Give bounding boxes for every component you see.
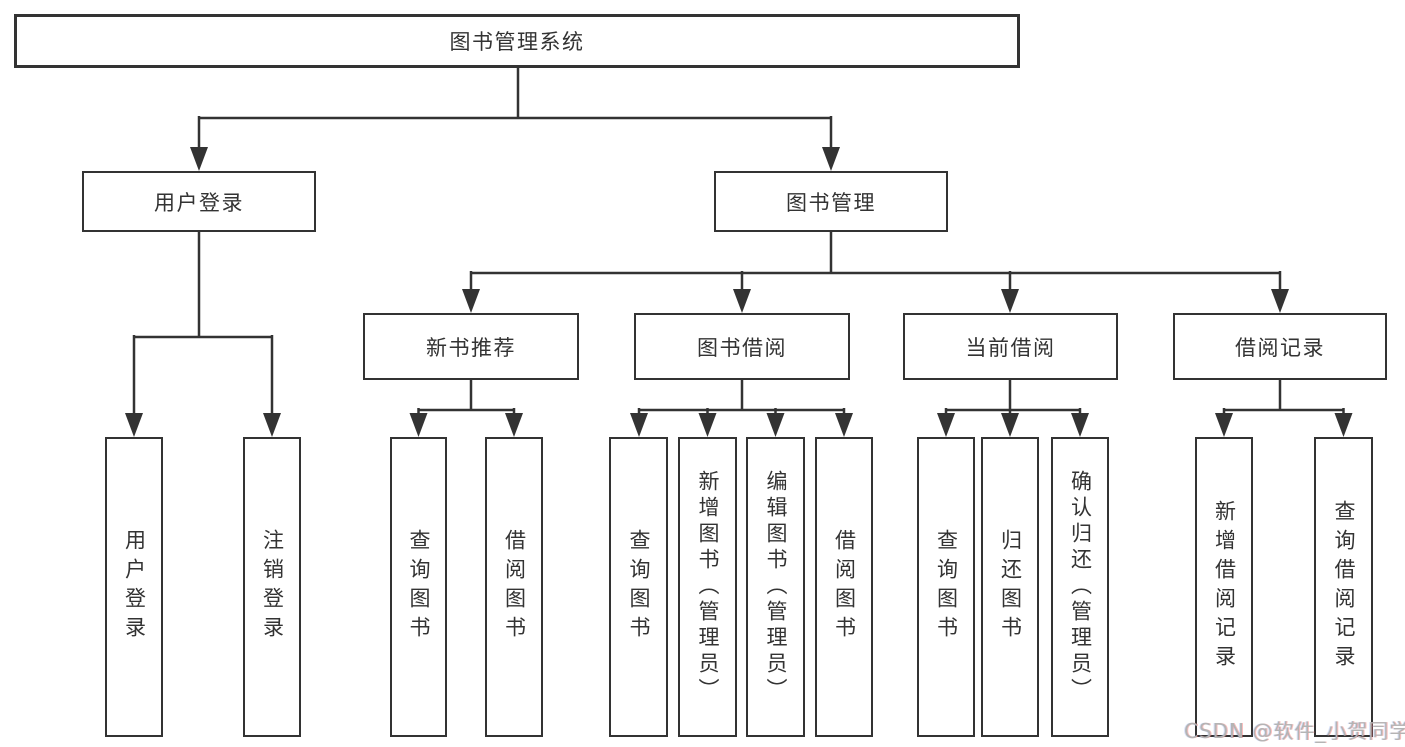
connector-book-borrow-to-leaves (637, 380, 846, 416)
node-borrow-records: 借阅记录 (1173, 313, 1387, 380)
node-book-management: 图书管理 (714, 171, 948, 232)
leaf-borrow-edit-book: 编辑图书（管理员） (746, 437, 805, 737)
leaf-borrow-query-book: 查询图书 (609, 437, 668, 737)
leaf-logout: 注销登录 (243, 437, 301, 737)
leaf-records-add-record: 新增借阅记录 (1195, 437, 1253, 737)
leaf-records-add-record-label: 新增借阅记录 (1212, 500, 1237, 674)
connector-user-login-to-leaves (132, 232, 274, 416)
leaf-user-login-label: 用户登录 (122, 529, 147, 645)
node-borrow-records-label: 借阅记录 (1235, 335, 1325, 360)
leaf-records-query-record-label: 查询借阅记录 (1332, 500, 1356, 674)
connector-new-book-recommend-to-leaves (417, 380, 516, 416)
csdn-watermark: CSDN @软件_小贺同学 (1184, 719, 1405, 743)
node-book-management-label: 图书管理 (786, 190, 876, 215)
leaf-current-query-book: 查询图书 (917, 437, 975, 737)
arrowheads (125, 147, 1353, 437)
node-user-login: 用户登录 (82, 171, 316, 232)
leaf-recommend-query-book-label: 查询图书 (407, 529, 431, 645)
leaf-current-return-book-label: 归还图书 (998, 529, 1023, 645)
connector-current-borrow-to-leaves (944, 380, 1082, 416)
node-current-borrow: 当前借阅 (903, 313, 1118, 380)
connector-book-management-to-level3 (469, 232, 1282, 292)
leaf-recommend-borrow-book: 借阅图书 (485, 437, 543, 737)
leaf-records-query-record: 查询借阅记录 (1314, 437, 1373, 737)
node-current-borrow-label: 当前借阅 (965, 335, 1056, 360)
leaf-current-query-book-label: 查询图书 (934, 529, 959, 645)
leaf-borrow-add-book: 新增图书（管理员） (678, 437, 737, 737)
node-book-borrow: 图书借阅 (634, 313, 850, 380)
connector-root-to-level2 (197, 68, 833, 150)
leaf-recommend-query-book: 查询图书 (390, 437, 447, 737)
node-new-book-recommend: 新书推荐 (363, 313, 579, 380)
leaf-current-confirm-return-label: 确认归还（管理员） (1068, 470, 1093, 704)
leaf-borrow-query-book-label: 查询图书 (627, 529, 651, 645)
leaf-borrow-borrow-book-label: 借阅图书 (832, 529, 857, 645)
leaf-current-return-book: 归还图书 (981, 437, 1039, 737)
node-root-label: 图书管理系统 (449, 30, 585, 54)
leaf-borrow-borrow-book: 借阅图书 (815, 437, 873, 737)
leaf-borrow-add-book-label: 新增图书（管理员） (696, 470, 720, 704)
leaf-current-confirm-return: 确认归还（管理员） (1051, 437, 1109, 737)
node-user-login-label: 用户登录 (154, 190, 244, 215)
connector-borrow-records-to-leaves (1222, 380, 1345, 416)
leaf-logout-label: 注销登录 (260, 529, 285, 645)
node-book-borrow-label: 图书借阅 (697, 335, 787, 360)
leaf-borrow-edit-book-label: 编辑图书（管理员） (764, 470, 788, 704)
node-new-book-recommend-label: 新书推荐 (426, 335, 516, 360)
node-root: 图书管理系统 (14, 14, 1020, 68)
leaf-recommend-borrow-book-label: 借阅图书 (502, 529, 527, 645)
leaf-user-login: 用户登录 (105, 437, 163, 737)
